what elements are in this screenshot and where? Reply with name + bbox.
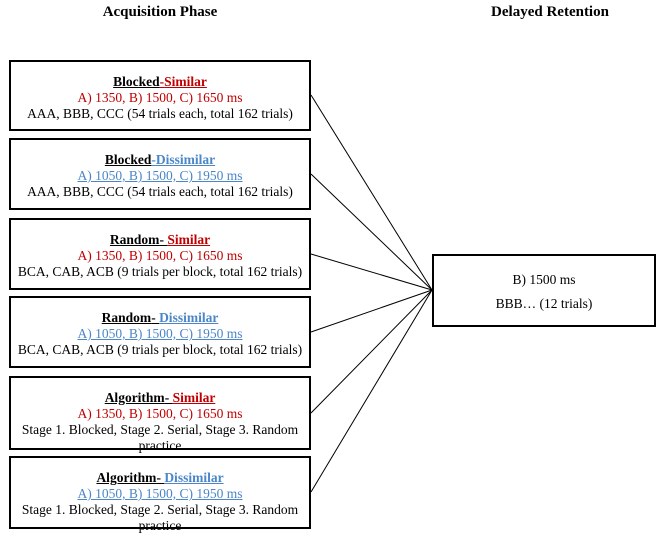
title-separator: - <box>159 74 165 89</box>
box-title: Random- Dissimilar <box>11 310 309 326</box>
description-text: BCA, CAB, ACB (9 trials per block, total… <box>17 342 303 357</box>
box-random-dissimilar: Random- Dissimilar A) 1050, B) 1500, C) … <box>9 296 311 368</box>
timing-text: A) 1350, B) 1500, C) 1650 ms <box>77 90 243 105</box>
delayed-retention-heading: Delayed Retention <box>491 4 609 20</box>
box-title: Algorithm- Similar <box>11 390 309 406</box>
title-design: Blocked <box>113 74 160 89</box>
title-separator: - <box>151 152 156 167</box>
acquisition-phase-heading: Acquisition Phase <box>102 4 218 20</box>
timing-text: A) 1350, B) 1500, C) 1650 ms <box>77 406 243 421</box>
connector-line-algorithm-dissimilar <box>310 289 433 493</box>
description-text: AAA, BBB, CCC (54 trials each, total 162… <box>27 106 293 121</box>
timing-text: A) 1050, B) 1500, C) 1950 ms <box>77 486 243 501</box>
connector-line-algorithm-similar <box>310 289 433 414</box>
description-text: Stage 1. Blocked, Stage 2. Serial, Stage… <box>21 502 299 533</box>
title-condition: Similar <box>167 232 211 247</box>
description-text: AAA, BBB, CCC (54 trials each, total 162… <box>27 184 293 199</box>
title-condition: Dissimilar <box>155 152 216 167</box>
title-separator: - <box>156 470 165 485</box>
title-design: Algorithm <box>104 390 165 405</box>
box-title: Blocked-Similar <box>11 74 309 90</box>
timing-text: A) 1350, B) 1500, C) 1650 ms <box>77 248 243 263</box>
connector-line-blocked-dissimilar <box>310 173 433 291</box>
title-design: Random <box>109 232 160 247</box>
title-condition: Dissimilar <box>159 310 219 325</box>
description-text: Stage 1. Blocked, Stage 2. Serial, Stage… <box>21 422 299 453</box>
title-condition: Dissimilar <box>164 470 224 485</box>
connector-line-random-similar <box>310 253 433 291</box>
box-algorithm-similar: Algorithm- Similar A) 1350, B) 1500, C) … <box>9 376 311 453</box>
title-design: Algorithm <box>96 470 157 485</box>
box-title: Blocked-Dissimilar <box>11 152 309 168</box>
title-condition: Similar <box>164 74 207 89</box>
title-design: Random <box>101 310 152 325</box>
retention-box: B) 1500 ms BBB… (12 trials) <box>432 254 656 327</box>
connector-line-blocked-similar <box>310 94 433 291</box>
box-title: Random- Similar <box>11 232 309 248</box>
description-text: BCA, CAB, ACB (9 trials per block, total… <box>17 264 303 279</box>
timing-text: A) 1050, B) 1500, C) 1950 ms <box>77 326 243 341</box>
title-separator: - <box>151 310 160 325</box>
retention-timing: B) 1500 ms <box>512 272 576 287</box>
retention-description: BBB… (12 trials) <box>495 296 593 311</box>
title-condition: Similar <box>172 390 216 405</box>
box-random-similar: Random- Similar A) 1350, B) 1500, C) 165… <box>9 218 311 290</box>
title-design: Blocked <box>104 152 152 167</box>
timing-text: A) 1050, B) 1500, C) 1950 ms <box>77 168 243 183</box>
title-separator: - <box>159 232 168 247</box>
title-separator: - <box>164 390 173 405</box>
box-title: Algorithm- Dissimilar <box>11 470 309 486</box>
box-algorithm-dissimilar: Algorithm- Dissimilar A) 1050, B) 1500, … <box>9 456 311 533</box>
connector-line-random-dissimilar <box>310 289 433 333</box>
box-blocked-similar: Blocked-Similar A) 1350, B) 1500, C) 165… <box>9 60 311 131</box>
box-blocked-dissimilar: Blocked-Dissimilar A) 1050, B) 1500, C) … <box>9 138 311 210</box>
